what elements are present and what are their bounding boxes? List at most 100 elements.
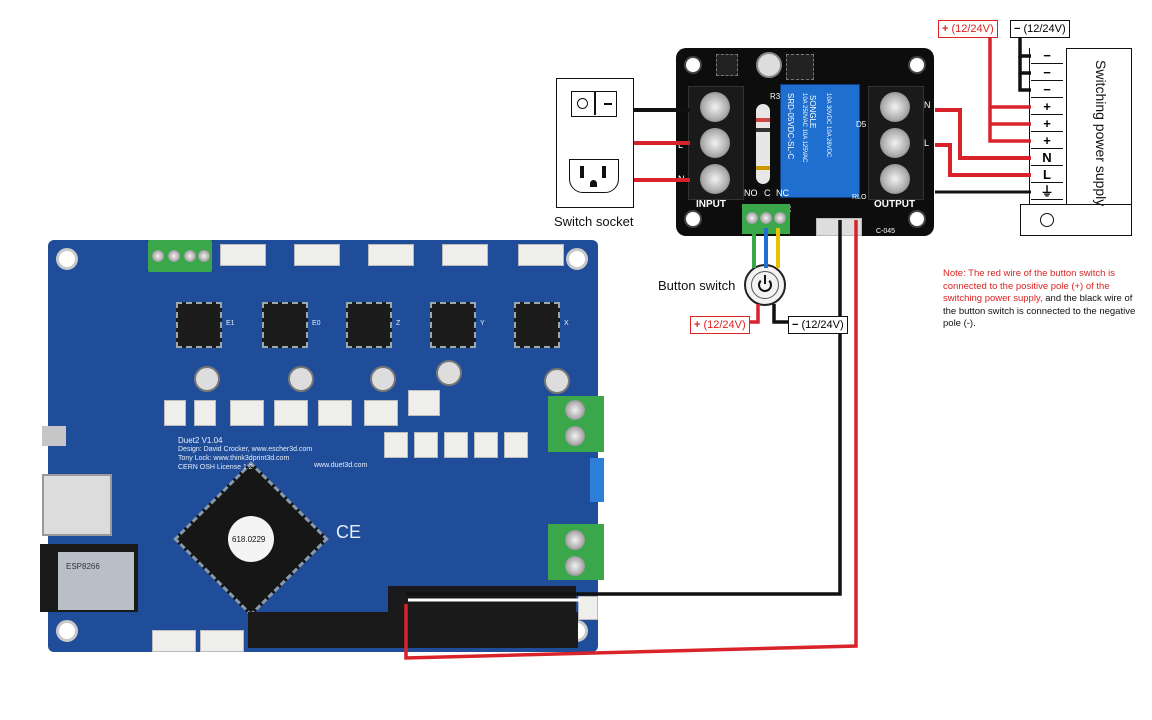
wifi-module-shield <box>58 552 134 610</box>
switch-off-symbol <box>577 98 588 109</box>
sd-card-slot <box>42 474 112 536</box>
tag-text: (12/24V) <box>951 23 994 35</box>
terminal-strip <box>1029 48 1067 204</box>
psu-terminal-neg: − <box>1031 82 1063 98</box>
psu-terminal-ground: ⏚ <box>1031 184 1063 200</box>
transistor <box>716 54 738 76</box>
relay-cube: SONGLE SRD-05VDC-SL-C 10A 250VAC 10A 125… <box>780 84 860 198</box>
terminal-screw <box>565 556 585 576</box>
endstop-connector <box>364 400 398 426</box>
note-highlight: Note: The red wire of the button switch … <box>943 268 1115 304</box>
psu-terminal-neg: − <box>1031 65 1063 81</box>
stepper-driver-chip <box>514 302 560 348</box>
expansion-header <box>248 612 578 648</box>
tag-text: (12/24V) <box>1023 23 1066 35</box>
ps-on-connector <box>578 596 598 620</box>
wiring-note: Note: The red wire of the button switch … <box>943 268 1143 331</box>
psu-terminal-neg: − <box>1031 48 1063 64</box>
input-screw-l <box>700 92 730 122</box>
output-label: OUTPUT <box>874 199 916 210</box>
mount-hole <box>56 620 78 642</box>
switch-socket <box>556 78 634 208</box>
minus-sign: − <box>1014 23 1021 35</box>
wire-output-n <box>935 108 1031 160</box>
terminal-screw <box>168 250 180 262</box>
terminal-screw <box>184 250 196 262</box>
terminal-screw <box>565 530 585 550</box>
chip-label: 618.0229 <box>232 535 266 544</box>
wire-top-neg <box>1018 38 1031 58</box>
board-name: Duet2 V1.04 <box>178 436 223 445</box>
minus-sign: − <box>792 319 799 331</box>
terminal-screw <box>774 212 786 224</box>
wire-button-black <box>772 304 788 324</box>
fan-connector <box>474 432 498 458</box>
plus-sign: + <box>942 23 949 35</box>
usb-port <box>42 426 66 446</box>
wire-output-l <box>935 143 1031 177</box>
fuse <box>590 458 604 502</box>
output-pin-l: L <box>924 138 930 148</box>
stepper-driver-chip <box>176 302 222 348</box>
driver-label: Y <box>480 320 485 327</box>
bottom-connector <box>152 630 196 652</box>
psu-terminal-pos: + <box>1031 116 1063 132</box>
board-credit: CERN OSH License 1.2 <box>178 464 253 471</box>
stepper-driver-chip <box>262 302 308 348</box>
endstop-connector <box>164 400 186 426</box>
wire-top-neg-2 <box>1018 56 1031 75</box>
wire-top-neg-3 <box>1018 73 1031 92</box>
controller-board: E1 E0 Z Y X 618.0229 CE Duet2 V1.04 Desi… <box>40 240 604 652</box>
psu-terminal-n: N <box>1031 150 1063 166</box>
motor-connector <box>220 244 266 266</box>
wire-button-red <box>750 304 760 324</box>
resistor <box>756 104 770 184</box>
psu-terminal-l: L <box>1031 167 1063 183</box>
button-switch-label: Button switch <box>658 278 736 293</box>
capacitor <box>288 366 314 392</box>
psu-terminal-pos: + <box>1031 99 1063 115</box>
ce-mark: CE <box>336 522 362 542</box>
stepper-driver-chip <box>346 302 392 348</box>
board-credit: Design: David Crocker, www.escher3d.com <box>178 446 313 453</box>
endstop-connector <box>274 400 308 426</box>
driver-label: E1 <box>226 320 235 327</box>
wire-control-black <box>406 220 842 596</box>
mount-hole <box>566 248 588 270</box>
power-supply-led <box>1040 213 1054 227</box>
terminal-screw <box>565 400 585 420</box>
motor-connector <box>442 244 488 266</box>
relay-mount-hole <box>908 210 926 228</box>
capacitor <box>370 366 396 392</box>
psu-title: Switching power supply <box>1093 60 1109 207</box>
wire-top-pos-3 <box>988 107 1031 143</box>
bottom-connector <box>200 630 244 652</box>
output-pin-n: N <box>924 100 931 110</box>
psu-terminal-pos: + <box>1031 133 1063 149</box>
capacitor <box>194 366 220 392</box>
relay-module: INPUT R3 SONGLE SRD-05VDC-SL-C 10A 250VA… <box>676 48 934 236</box>
processor-sticker <box>228 516 274 562</box>
endstop-connector <box>318 400 352 426</box>
motor-connector <box>518 244 564 266</box>
driver-label: Z <box>396 320 401 327</box>
relay-mount-hole <box>684 56 702 74</box>
tag-text: (12/24V) <box>703 319 746 331</box>
contact-c: C <box>764 188 771 198</box>
fan-connector <box>504 432 528 458</box>
motor-connector <box>294 244 340 266</box>
wifi-label: ESP8266 <box>66 562 100 571</box>
endstop-connector <box>194 400 216 426</box>
endstop-connector <box>408 390 440 416</box>
board-url: www.duet3d.com <box>314 462 368 469</box>
endstop-connector <box>230 400 264 426</box>
r3-label: R3 <box>770 92 781 101</box>
driver-label: X <box>564 320 569 327</box>
note-rest: and the black wire of the button switch … <box>943 293 1136 329</box>
input-label: INPUT <box>696 199 726 210</box>
terminal-screw <box>746 212 758 224</box>
tag-button-negative: −(12/24V) <box>788 316 848 334</box>
ac-outlet <box>569 159 619 193</box>
contact-nc: NC <box>776 188 789 198</box>
